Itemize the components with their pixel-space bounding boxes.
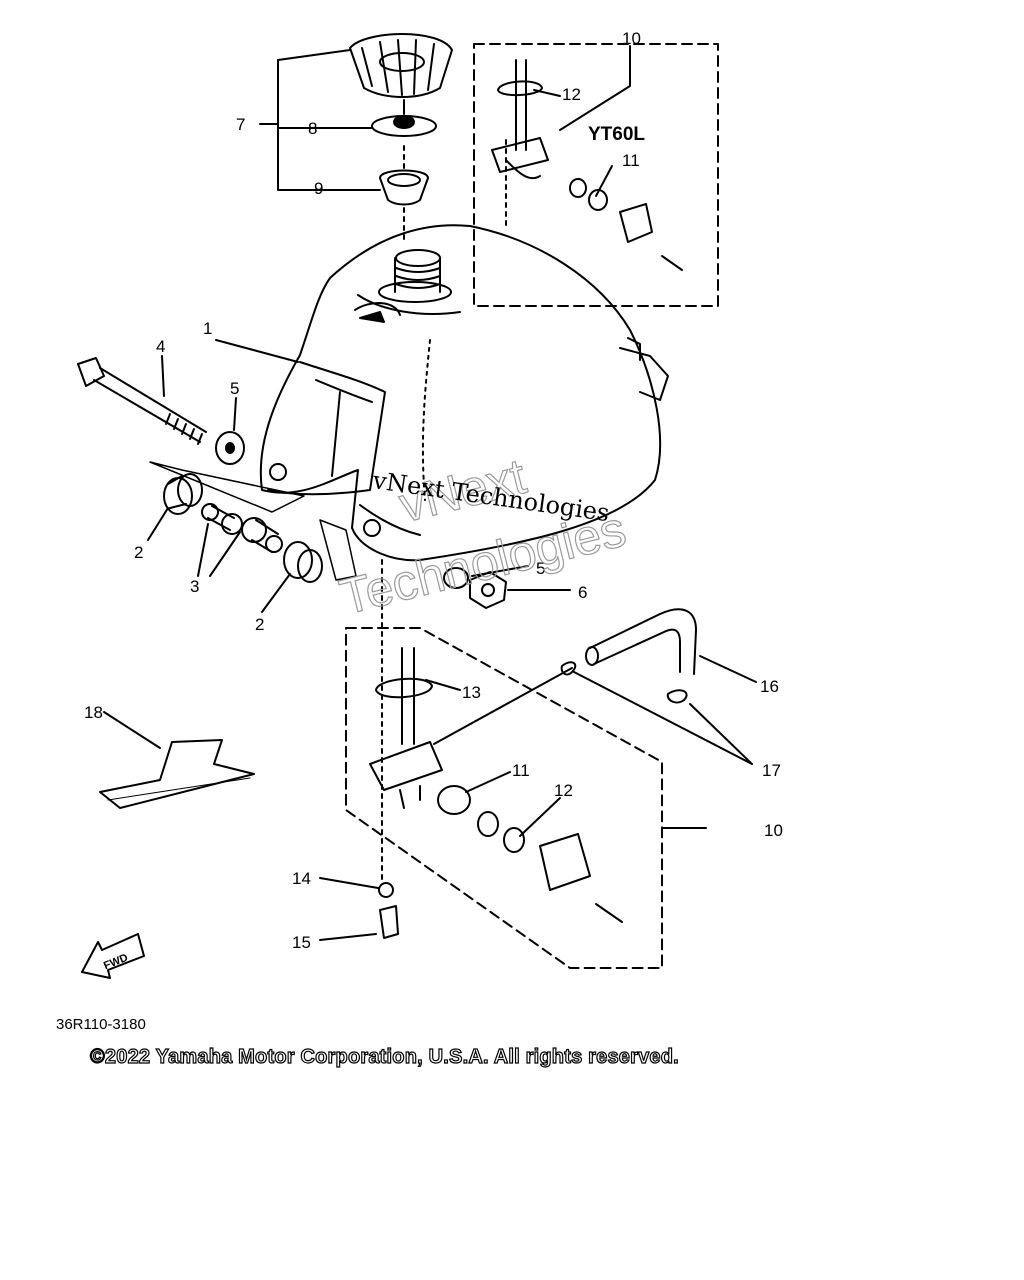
copyright-notice: ©2022 Yamaha Motor Corporation, U.S.A. A… bbox=[89, 1045, 679, 1068]
callout-8: 8 bbox=[308, 119, 317, 138]
fuel-tank bbox=[259, 224, 669, 562]
tank-cap bbox=[349, 33, 453, 98]
callout-2-left: 2 bbox=[134, 543, 143, 562]
callout-1: 1 bbox=[203, 319, 212, 338]
fuel-cock-lower bbox=[369, 559, 623, 939]
model-label: YT60L bbox=[588, 124, 645, 145]
callout-12-lower: 12 bbox=[554, 781, 573, 800]
diagram-code: 36R110-3180 bbox=[56, 1016, 146, 1033]
callout-9: 9 bbox=[314, 179, 323, 198]
callout-13: 13 bbox=[462, 683, 481, 702]
callout-10-lower: 10 bbox=[764, 821, 783, 840]
cap-gasket bbox=[379, 145, 429, 241]
callout-11-upper: 11 bbox=[622, 151, 640, 170]
callout-7: 7 bbox=[236, 115, 245, 134]
hose-clip-upper bbox=[560, 661, 577, 676]
callout-16: 16 bbox=[760, 677, 779, 696]
callout-2-right: 2 bbox=[255, 615, 264, 634]
washer-upper bbox=[215, 431, 245, 465]
callout-15: 15 bbox=[292, 933, 311, 952]
callout-11-lower: 11 bbox=[512, 761, 530, 780]
callout-12-upper: 12 bbox=[562, 85, 581, 104]
fuel-hose bbox=[585, 608, 697, 675]
callout-14: 14 bbox=[292, 869, 311, 888]
callout-18: 18 bbox=[84, 703, 103, 722]
fuel-cock-upper bbox=[491, 59, 683, 271]
washer-lower bbox=[443, 567, 469, 589]
mounting-bolt bbox=[77, 357, 207, 445]
callout-4: 4 bbox=[156, 337, 165, 356]
cap-washer bbox=[371, 99, 437, 137]
hose-clip-lower bbox=[666, 689, 688, 704]
tank-decal bbox=[99, 739, 255, 809]
fwd-label: FWD bbox=[102, 952, 130, 973]
damper-grommet-left bbox=[163, 473, 203, 515]
yt60l-cock-box bbox=[473, 43, 719, 307]
damper-grommet-right bbox=[283, 541, 323, 583]
collar-left bbox=[201, 503, 243, 535]
collar-right bbox=[241, 517, 283, 553]
callout-3: 3 bbox=[190, 577, 199, 596]
callout-5-lower: 5 bbox=[536, 559, 545, 578]
fuel-cock-box bbox=[345, 627, 663, 969]
fwd-arrow-icon bbox=[81, 933, 145, 979]
callout-6: 6 bbox=[578, 583, 587, 602]
callout-17: 17 bbox=[762, 761, 781, 780]
callout-10-upper: 10 bbox=[622, 29, 641, 48]
callout-5-upper: 5 bbox=[230, 379, 239, 398]
